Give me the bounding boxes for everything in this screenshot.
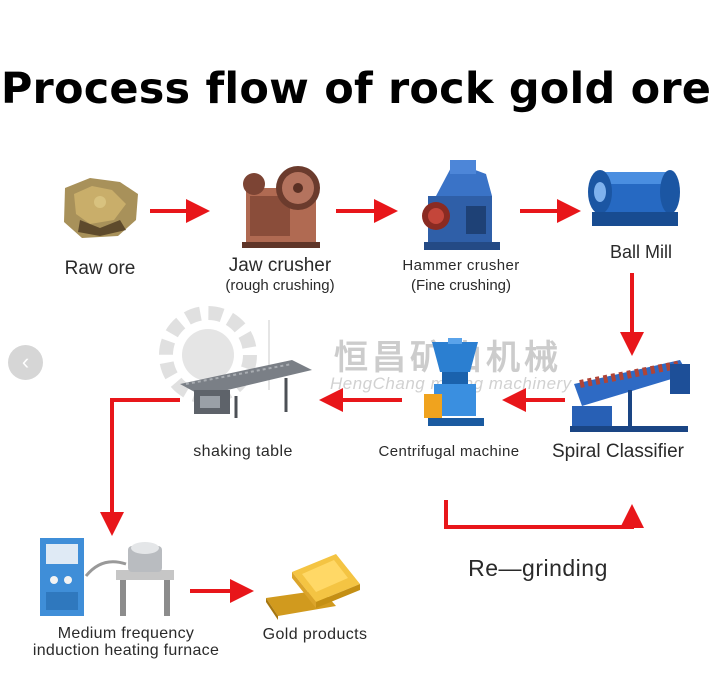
raw-ore-image: [60, 176, 142, 240]
arrow-table-to-furnace: [100, 398, 180, 536]
watermark-logo-icon: [148, 300, 278, 410]
hammer-crusher-image: [406, 156, 506, 252]
gold-bars-image: [262, 544, 366, 620]
gold-products-label: Gold products: [262, 626, 368, 643]
chevron-left-icon: ‹: [21, 349, 30, 374]
jaw-crusher-label: Jaw crusher: [228, 255, 332, 276]
furnace-label-line1: Medium frequency: [57, 625, 195, 642]
carousel-prev-button[interactable]: ‹: [8, 345, 43, 380]
hammer-crusher-label: Hammer crusher: [402, 257, 520, 274]
centrifugal-machine-label: Centrifugal machine: [378, 443, 520, 460]
regrinding-label: Re—grinding: [468, 555, 608, 581]
arrow-regrinding: [444, 500, 644, 529]
spiral-classifier-image: [570, 354, 694, 434]
jaw-crusher-image: [240, 158, 322, 250]
raw-ore-label: Raw ore: [64, 258, 136, 279]
shaking-table-image: [176, 356, 316, 422]
ball-mill-label: Ball Mill: [609, 242, 672, 262]
centrifugal-machine-image: [418, 338, 492, 430]
induction-furnace-image: [36, 536, 180, 620]
hammer-crusher-note: (Fine crushing): [410, 277, 512, 294]
page-title: Process flow of rock gold ore: [0, 64, 712, 114]
shaking-table-label: shaking table: [193, 443, 293, 460]
ball-mill-image: [584, 162, 686, 232]
jaw-crusher-note: (rough crushing): [225, 277, 335, 294]
spiral-classifier-label: Spiral Classifier: [552, 441, 684, 462]
furnace-label-line2: induction heating furnace: [32, 642, 220, 659]
